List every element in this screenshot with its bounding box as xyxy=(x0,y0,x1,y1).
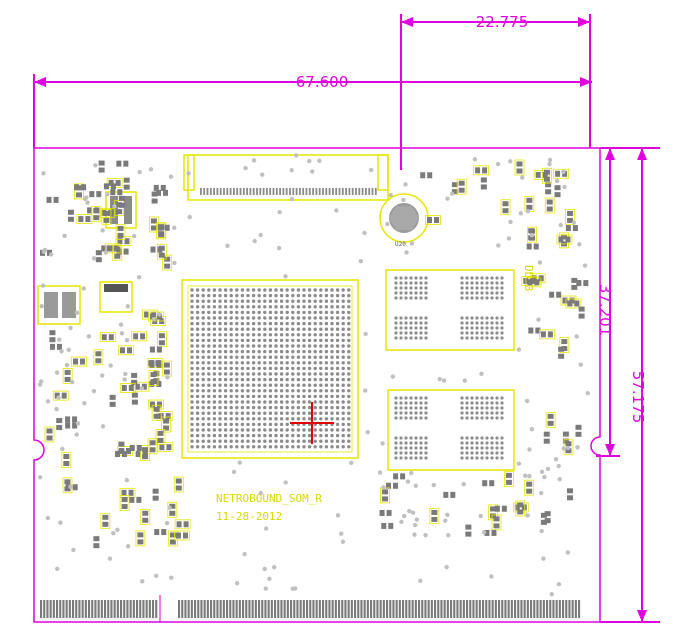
fiducial-cross xyxy=(290,402,334,444)
dimension-overall-height-label: 57.175 xyxy=(629,371,647,424)
smd-components xyxy=(40,159,589,549)
dimension-top-width-label: 22.775 xyxy=(476,13,529,31)
board-outline xyxy=(33,147,601,623)
left-regulator xyxy=(99,281,133,313)
dimension-top-width: 22.775 xyxy=(400,13,591,170)
dimension-inner-height-label: 37.201 xyxy=(596,284,614,337)
cpu-bga xyxy=(181,279,359,459)
edge-connector xyxy=(40,600,581,618)
dimension-overall-height: 57.175 xyxy=(600,148,660,623)
board-name-label: NETROBOUND_SOM_R xyxy=(216,492,322,505)
board-date-label: 11-28-2012 xyxy=(216,510,282,523)
dimension-overall-width-label: 67.600 xyxy=(296,73,349,91)
vias xyxy=(37,153,590,597)
dimension-inner-height: 37.201 xyxy=(596,147,660,457)
ref-u20: U20 xyxy=(395,241,406,248)
fpc-connector-top xyxy=(183,154,389,201)
left-inductor xyxy=(37,285,81,325)
dimension-overall-width: 67.600 xyxy=(33,73,592,148)
ddr3-chip-upper xyxy=(385,269,515,351)
standoff-hole xyxy=(379,193,429,243)
ddr3-chip-lower xyxy=(387,389,515,471)
